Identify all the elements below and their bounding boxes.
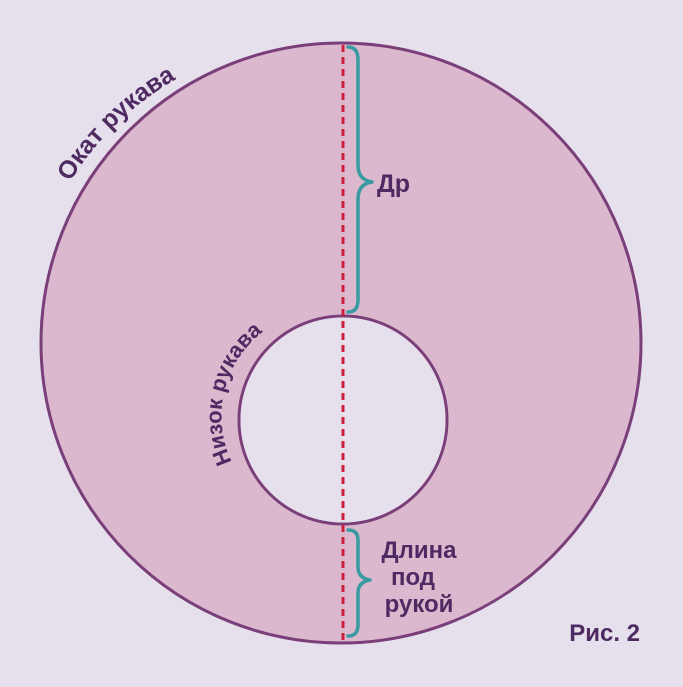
lower-measure-label-line2: под bbox=[391, 564, 435, 591]
lower-brace-icon bbox=[346, 528, 372, 638]
sleeve-ring bbox=[39, 41, 643, 645]
lower-measure-label-line1: Длина bbox=[382, 537, 458, 564]
figure-caption: Рис. 2 bbox=[569, 620, 640, 647]
lower-measure-label-line3: рукой bbox=[385, 591, 454, 618]
upper-measure-label: Др bbox=[377, 170, 410, 198]
upper-brace-icon bbox=[346, 45, 374, 314]
